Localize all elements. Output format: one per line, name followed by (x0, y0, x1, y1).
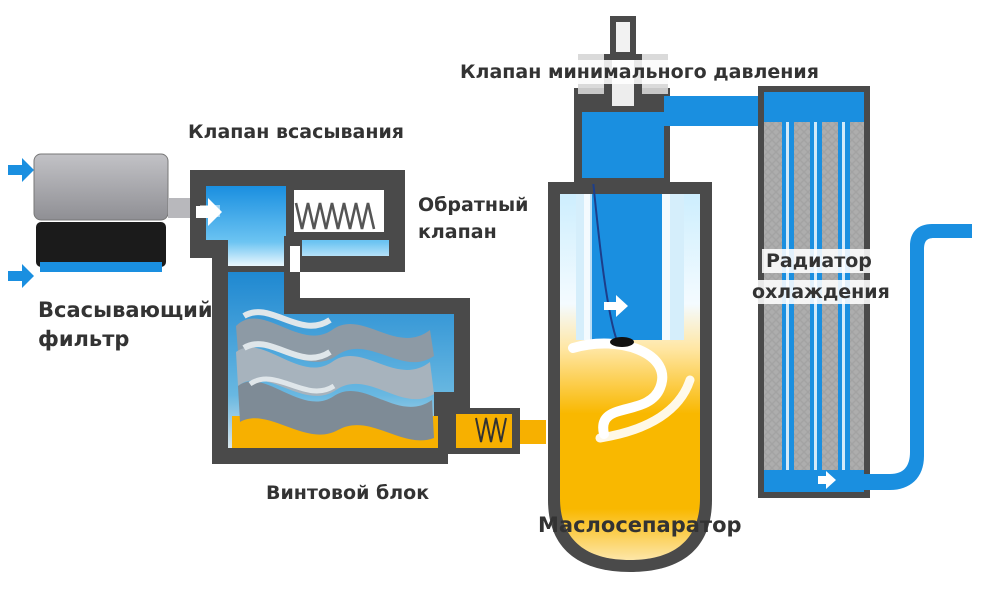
intake-valve-label: Клапан всасывания (188, 121, 404, 143)
check-valve-label-line1: Обратный (418, 194, 529, 216)
intake-arrow-icon (196, 198, 222, 226)
outlet-valve (448, 408, 546, 454)
min-pressure-valve-label: Клапан минимального давления (456, 60, 823, 84)
screw-block-label: Винтовой блок (266, 482, 430, 504)
radiator-arrow-icon (818, 471, 836, 489)
radiator-outlet-pipe (864, 224, 972, 490)
intake-filter (33, 153, 194, 272)
minimum-pressure-valve (574, 16, 764, 184)
intake-filter-label-line1: Всасывающий (38, 298, 213, 322)
oil-separator (548, 149, 712, 572)
screw-block (212, 272, 470, 464)
inflow-arrow-icon (8, 264, 34, 288)
inflow-arrow-icon (8, 158, 34, 182)
intake-valve (190, 170, 405, 285)
radiator-label-line1: Радиатор (762, 249, 876, 273)
oil-separator-label: Маслосепаратор (538, 513, 742, 537)
intake-filter-label-line2: фильтр (38, 327, 130, 351)
separator-arrow-icon (604, 295, 628, 317)
check-valve-label-line2: клапан (418, 221, 497, 243)
radiator-label-line2: охлаждения (748, 280, 894, 304)
